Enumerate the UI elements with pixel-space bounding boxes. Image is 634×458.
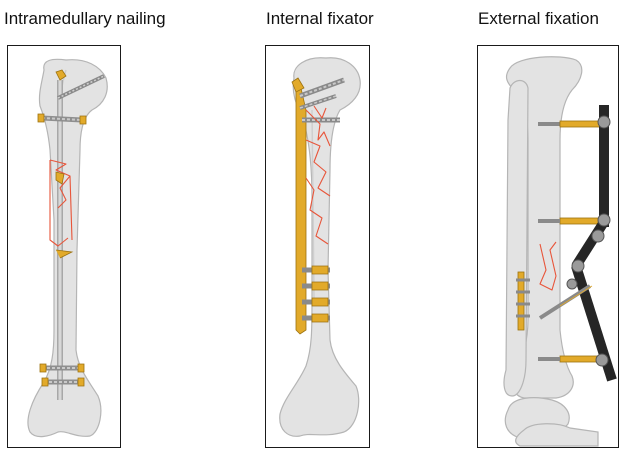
intramedullary-nail (37, 69, 105, 400)
fracture-line (49, 159, 74, 259)
external-fixator-frame (538, 105, 617, 382)
fracture-line-3 (539, 241, 557, 291)
panel-title-external-fixation: External fixation (478, 9, 599, 28)
fibular-plate (516, 271, 530, 331)
locking-plate (291, 77, 345, 335)
panel-title-internal-fixator: Internal fixator (266, 9, 374, 28)
fracture-line-2 (305, 105, 331, 245)
panel-title-intramedullary-nailing: Intramedullary nailing (4, 9, 166, 28)
